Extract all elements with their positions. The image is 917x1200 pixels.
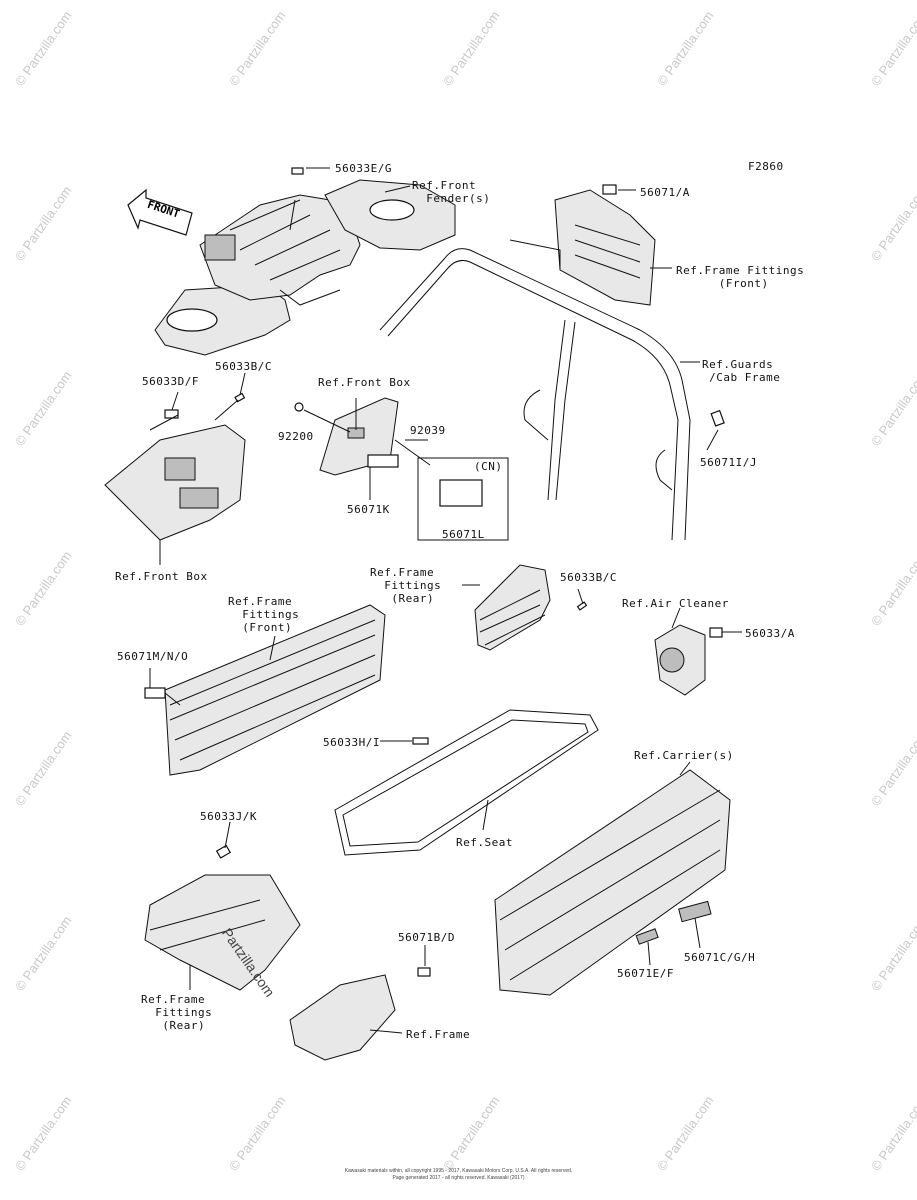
frame-fittings-front-top [509,184,656,306]
leader-lines [149,167,742,1034]
guards-cab-frame [379,248,725,541]
label-56071ef: 56071E/F [617,967,674,980]
label-frame-fittings-front-top: Ref.Frame Fittings (Front) [676,264,805,290]
frame-fittings-front-mid [144,604,386,776]
label-frame-fittings-front-mid: Ref.Frame Fittings (Front) [228,595,300,634]
footer-line-2: Page generated 2017 - all rights reserve… [392,1175,525,1181]
front-box-lid [294,397,509,541]
label-56033hi: 56033H/I [323,736,380,749]
front-fender-assembly [154,167,456,356]
figure-code: F2860 [748,160,784,173]
front-box-dash [104,392,246,565]
front-arrow-icon: FRONT [127,188,193,236]
label-air-cleaner: Ref.Air Cleaner [622,597,729,610]
copyright-footer: Kawasaki materials within, all copyright… [0,1168,917,1182]
label-56071ij: 56071I/J [700,456,757,469]
label-56033bc-right: 56033B/C [560,571,617,584]
frame-bottom [289,967,431,1061]
frame-fittings-rear-bottom [144,844,301,991]
label-56071l: 56071L [442,528,485,541]
label-56033bc-left: 56033B/C [215,360,272,373]
label-frame-fittings-rear-bottom: Ref.Frame Fittings (Rear) [141,993,213,1032]
label-front-fender: Ref.Front Fender(s) [412,179,491,205]
carrier-tailgate [494,769,731,996]
label-56033jk: 56033J/K [200,810,257,823]
label-carriers: Ref.Carrier(s) [634,749,734,762]
label-cn: (CN) [474,460,503,473]
label-56071bd: 56071B/D [398,931,455,944]
frame-fittings-rear-mid [474,564,588,651]
label-56071mno: 56071M/N/O [117,650,189,663]
label-56033eg: 56033E/G [335,162,392,175]
label-seat: Ref.Seat [456,836,513,849]
label-frame: Ref.Frame [406,1028,471,1041]
seat-frame [334,709,599,856]
label-92039: 92039 [410,424,446,437]
label-56033a: 56033/A [745,627,795,640]
label-56071cgh: 56071C/G/H [684,951,756,964]
label-frame-fittings-rear-mid: Ref.Frame Fittings (Rear) [370,566,442,605]
footer-line-1: Kawasaki materials within, all copyright… [344,1168,573,1174]
label-front-box-top: Ref.Front Box [318,376,411,389]
label-front-box-bottom: Ref.Front Box [115,570,208,583]
label-guards-cab-frame: Ref.Guards /Cab Frame [702,358,781,384]
label-56071k: 56071K [347,503,390,516]
label-56033df: 56033D/F [142,375,199,388]
air-cleaner [654,624,723,696]
label-56071a: 56071/A [640,186,690,199]
label-92200: 92200 [278,430,314,443]
